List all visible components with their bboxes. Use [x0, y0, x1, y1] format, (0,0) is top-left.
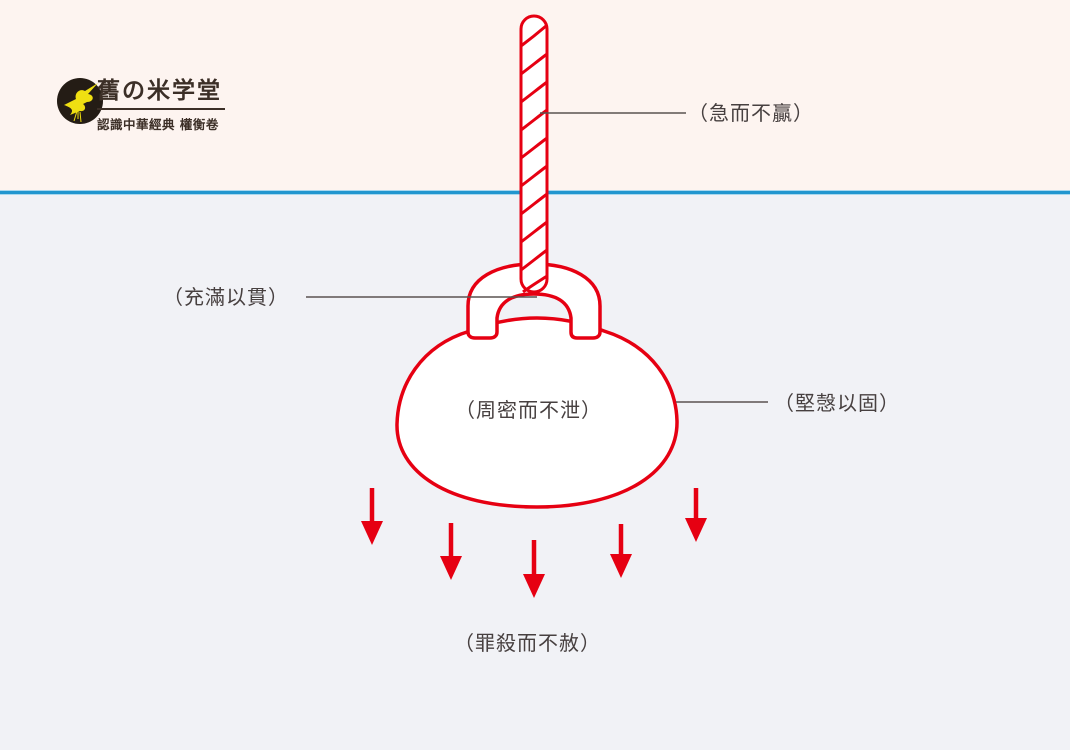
- brand-text: 舊の米学堂 認識中華經典 權衡卷: [97, 76, 225, 133]
- label-side-annotation: （堅愨以固）: [774, 391, 900, 415]
- label-handle-annotation: （充滿以貫）: [163, 285, 289, 309]
- down-arrow: [610, 524, 632, 578]
- down-arrow: [685, 488, 707, 542]
- brand-logo: 舊の米学堂 認識中華經典 權衡卷: [57, 76, 287, 140]
- bird-icon: [57, 78, 103, 124]
- label-body-annotation: （周密而不泄）: [455, 398, 602, 422]
- label-bottom-annotation: （罪殺而不赦）: [454, 631, 601, 655]
- twisted-rope: [519, 14, 549, 294]
- brand-subtitle: 認識中華經典 權衡卷: [97, 117, 219, 132]
- brand-title: 舊の米学堂: [97, 77, 222, 104]
- brand-underline: [97, 108, 225, 110]
- down-arrow: [440, 523, 462, 580]
- label-rope-annotation: （急而不贏）: [688, 101, 814, 125]
- down-arrow: [361, 488, 383, 545]
- down-arrow: [523, 540, 545, 598]
